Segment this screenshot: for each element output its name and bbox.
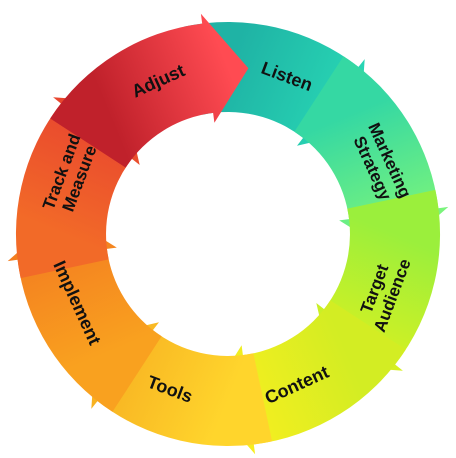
cycle-segments xyxy=(7,13,449,455)
segment-adjust xyxy=(50,13,249,168)
center-hole xyxy=(117,123,339,345)
